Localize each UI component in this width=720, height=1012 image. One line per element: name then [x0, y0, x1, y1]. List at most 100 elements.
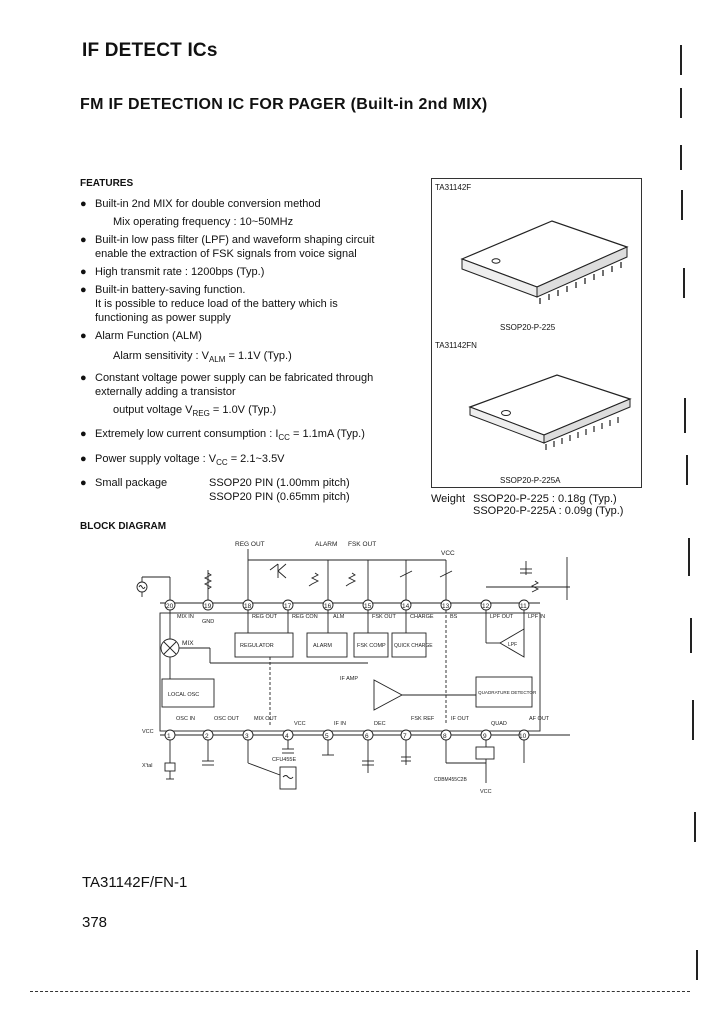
margin-mark — [680, 88, 682, 118]
label-alarm: ALARM — [315, 541, 337, 548]
feature-item: ● Built-in 2nd MIX for double conversion… — [80, 198, 321, 210]
pin-label: 20 — [166, 603, 174, 610]
block-diagram: REG OUT ALARM FSK OUT VCC 20 19 18 17 16… — [136, 541, 570, 795]
weight-info: Weight SSOP20-P-225 : 0.18g (Typ.) SSOP2… — [431, 493, 624, 517]
discriminator-icon — [475, 746, 495, 760]
pin-label: 19 — [204, 603, 212, 610]
svg-text:IF IN: IF IN — [334, 721, 346, 727]
svg-text:DEC: DEC — [374, 721, 386, 727]
svg-text:MIX OUT: MIX OUT — [254, 716, 278, 722]
margin-mark — [694, 812, 696, 842]
ceramic-filter-icon — [279, 766, 297, 790]
margin-mark — [688, 538, 690, 576]
svg-text:OSC OUT: OSC OUT — [214, 716, 240, 722]
vcc-bottom-label: VCC — [480, 789, 492, 795]
svg-text:IF OUT: IF OUT — [451, 716, 470, 722]
svg-text:AF OUT: AF OUT — [529, 716, 550, 722]
pin-label: 12 — [482, 603, 490, 610]
bottom-pin-names: OSC IN OSC OUT MIX OUT VCC IF IN DEC FSK… — [176, 716, 550, 727]
pin-label: 9 — [483, 733, 487, 740]
if-amp-label: IF AMP — [340, 676, 358, 682]
pin-label: 3 — [245, 733, 249, 740]
pin-label: 10 — [519, 733, 527, 740]
package-1-name: TA31142F — [435, 183, 472, 192]
features-heading: FEATURES — [80, 178, 134, 189]
svg-text:OSC IN: OSC IN — [176, 716, 195, 722]
section-title: IF DETECT ICs — [82, 40, 218, 61]
margin-mark — [681, 190, 683, 220]
pin-label: 14 — [402, 603, 410, 610]
footer-part-number: TA31142F/FN-1 — [82, 874, 188, 891]
page-subtitle: FM IF DETECTION IC FOR PAGER (Built-in 2… — [80, 96, 488, 113]
margin-mark — [686, 455, 688, 485]
top-pin-names: MIX IN GND REG OUT REG CON ALM FSK OUT C… — [177, 614, 545, 625]
svg-text:BS: BS — [450, 614, 458, 620]
cdb-label: CDBM455C2B — [434, 777, 467, 783]
feature-item: ● Alarm Function (ALM) — [80, 330, 202, 342]
feature-item: Mix operating frequency : 10~50MHz — [113, 216, 294, 228]
lpf-block — [499, 628, 525, 658]
pin-label: 18 — [244, 603, 252, 610]
regulator-block — [234, 632, 294, 658]
pin-label: 16 — [324, 603, 332, 610]
regulator-label: REGULATOR — [240, 643, 274, 649]
margin-mark — [696, 950, 698, 980]
fsk-comp-block — [353, 632, 389, 658]
cfu-label: CFU455E — [272, 757, 296, 763]
pin-label: 7 — [403, 733, 407, 740]
quick-charge-block — [391, 632, 427, 658]
svg-text:LPF OUT: LPF OUT — [490, 614, 514, 620]
xtal-label: X'tal — [142, 763, 153, 769]
quick-charge-label: QUICK CHARGE — [394, 643, 433, 649]
feature-item: ● Power supply voltage : VCC = 2.1~3.5V — [80, 452, 285, 467]
feature-item: Alarm sensitivity : VALM = 1.1V (Typ.) — [113, 350, 292, 365]
features-list: ● Built-in 2nd MIX for double conversion… — [80, 197, 420, 504]
svg-text:FSK OUT: FSK OUT — [372, 614, 396, 620]
lpf-label: LPF — [508, 642, 517, 648]
pin-label: 8 — [443, 733, 447, 740]
mix-x-icon — [163, 641, 177, 655]
local-osc-label: LOCAL OSC — [168, 692, 199, 698]
ic-outline — [159, 612, 541, 732]
svg-text:QUAD: QUAD — [491, 721, 507, 727]
feature-item: ● Small package SSOP20 PIN (1.00mm pitch… — [80, 476, 350, 503]
pin-label: 11 — [520, 603, 527, 610]
quadrature-detector-label: QUADRATURE DETECTOR — [478, 690, 537, 695]
fsk-comp-label: FSK COMP — [357, 643, 386, 649]
pin-label: 5 — [325, 733, 329, 740]
quadrature-detector-block — [475, 676, 533, 708]
feature-item: ● Extremely low current consumption : IC… — [80, 428, 365, 443]
pin-label: 17 — [284, 603, 292, 610]
label-vcc-top: VCC — [441, 550, 455, 557]
package-1-code: SSOP20-P-225 — [500, 323, 556, 332]
svg-text:LPF IN: LPF IN — [528, 614, 545, 620]
bottom-scan-line — [30, 991, 690, 993]
package-2-code: SSOP20-P-225A — [500, 476, 561, 485]
svg-text:FSK REF: FSK REF — [411, 716, 435, 722]
pin-label: 4 — [285, 733, 289, 740]
internal-wiring — [169, 610, 525, 725]
feature-item: ● Built-in battery-saving function. It i… — [80, 284, 338, 324]
margin-mark — [684, 398, 686, 433]
pin-label: 13 — [442, 603, 450, 610]
mix-label: MIX — [182, 640, 194, 647]
page-number: 378 — [82, 914, 108, 931]
vcc-left-label: VCC — [142, 729, 154, 735]
svg-text:REG OUT: REG OUT — [252, 614, 278, 620]
ssop20-225-package-icon — [460, 220, 629, 304]
margin-mark — [683, 268, 685, 298]
margin-mark — [680, 145, 682, 170]
pin-label: 1 — [167, 733, 171, 740]
top-pins: 20 19 18 17 16 15 14 13 12 11 — [164, 599, 530, 611]
package-2-name: TA31142FN — [435, 341, 477, 350]
feature-item: ● High transmit rate : 1200bps (Typ.) — [80, 266, 265, 278]
feature-item: output voltage VREG = 1.0V (Typ.) — [113, 404, 277, 419]
margin-mark — [690, 618, 692, 653]
label-fsk-out: FSK OUT — [348, 541, 376, 548]
feature-item: ● Built-in low pass filter (LPF) and wav… — [80, 234, 375, 260]
pin-label: 15 — [364, 603, 372, 610]
ssop20-225a-package-icon — [468, 374, 632, 450]
external-components-top — [136, 549, 570, 600]
pin-label: 6 — [365, 733, 369, 740]
svg-text:CHARGE: CHARGE — [410, 614, 434, 620]
